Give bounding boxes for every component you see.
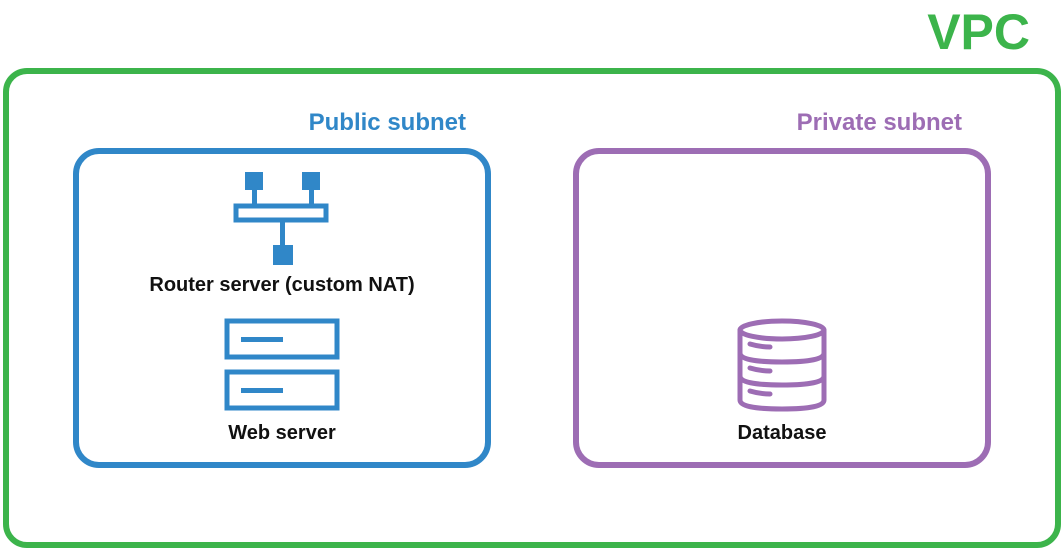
private-subnet-title: Private subnet — [796, 109, 962, 136]
router-label: Router server (custom NAT) — [149, 274, 415, 296]
vpc-title: VPC — [927, 4, 1030, 60]
vpc-container — [3, 68, 1061, 548]
public-subnet-container — [73, 148, 491, 468]
server-icon — [224, 318, 340, 411]
database-icon — [737, 318, 827, 412]
public-subnet-title: Public subnet — [308, 109, 466, 136]
web-server-label: Web server — [228, 422, 336, 444]
database-label: Database — [737, 422, 827, 444]
private-subnet-container — [573, 148, 991, 468]
router-icon — [233, 172, 329, 265]
